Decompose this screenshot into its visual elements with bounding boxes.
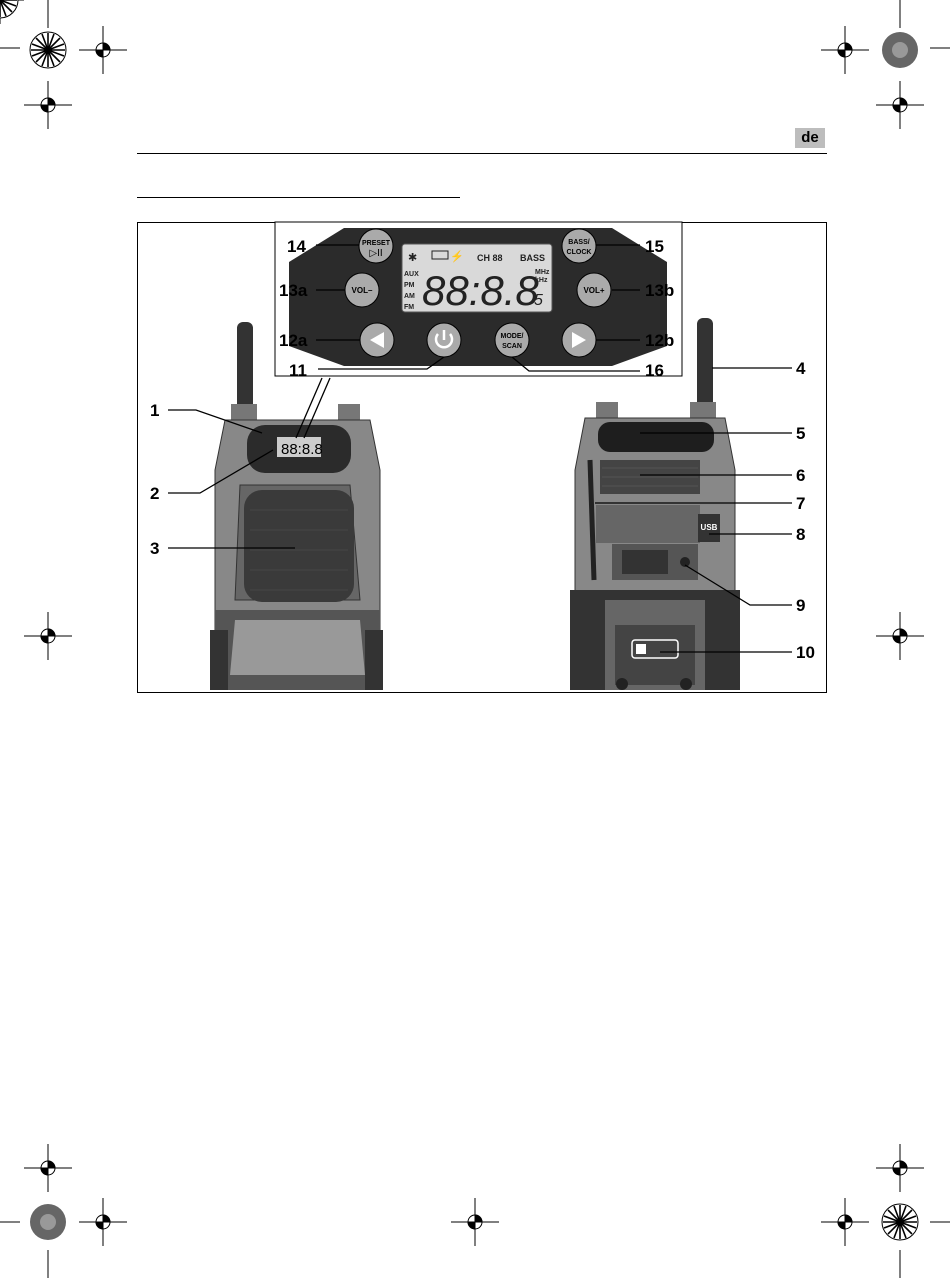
charging-icon: ⚡ (450, 250, 464, 263)
callout-9: 9 (796, 597, 805, 614)
vol-minus-button[interactable]: VOL– (345, 273, 379, 307)
lcd-mode-pm: PM (404, 282, 415, 289)
callout-13a: 13a (279, 282, 307, 299)
lcd-digits: 88:8.8 (422, 267, 539, 314)
callout-13b: 13b (645, 282, 674, 299)
lcd-mode-fm: FM (404, 304, 414, 311)
vol-plus-button[interactable]: VOL+ (577, 273, 611, 307)
callout-6: 6 (796, 467, 805, 484)
next-button[interactable] (562, 323, 596, 357)
lcd-mode-aux: AUX (404, 271, 419, 278)
svg-text:▷II: ▷II (369, 248, 382, 259)
svg-text:CLOCK: CLOCK (567, 249, 592, 256)
callout-5: 5 (796, 425, 805, 442)
antenna-left (237, 322, 253, 414)
bass-clock-button[interactable]: BASS/ CLOCK (562, 229, 596, 263)
callout-3: 3 (150, 540, 159, 557)
callout-2: 2 (150, 485, 159, 502)
lcd-digit-suffix: 5 (534, 292, 543, 309)
callout-14: 14 (287, 238, 306, 255)
lcd-unit-khz: kHz (535, 277, 548, 284)
rear-compartment (622, 550, 668, 574)
callout-10: 10 (796, 644, 815, 661)
callout-12b: 12b (645, 332, 674, 349)
callout-15: 15 (645, 238, 664, 255)
prev-button[interactable] (360, 323, 394, 357)
callout-16: 16 (645, 362, 664, 379)
callout-11: 11 (289, 362, 307, 379)
mode-scan-button[interactable]: MODE/ SCAN (495, 323, 529, 357)
svg-text:SCAN: SCAN (502, 343, 522, 350)
carry-handle (598, 422, 714, 452)
callout-1: 1 (150, 402, 159, 419)
svg-text:VOL–: VOL– (352, 286, 373, 295)
callout-7: 7 (796, 495, 805, 512)
lcd-channel: CH 88 (477, 253, 503, 263)
callout-12a: 12a (279, 332, 307, 349)
speaker-grille (244, 490, 354, 602)
svg-text:BASS/: BASS/ (568, 239, 589, 246)
bluetooth-icon: ✱ (408, 252, 417, 264)
lcd-unit-mhz: MHz (535, 269, 550, 276)
front-lcd-digits: 88:8.8 (281, 441, 323, 458)
svg-text:MODE/: MODE/ (501, 333, 524, 340)
lcd-bass: BASS (520, 253, 545, 263)
callout-4: 4 (796, 360, 805, 377)
svg-text:VOL+: VOL+ (583, 286, 604, 295)
power-button[interactable] (427, 323, 461, 357)
lcd-mode-am: AM (404, 293, 415, 300)
svg-text:USB: USB (701, 523, 718, 532)
preset-button[interactable]: PRESET ▷II (359, 229, 393, 263)
callout-8: 8 (796, 526, 805, 543)
svg-text:PRESET: PRESET (362, 240, 391, 247)
